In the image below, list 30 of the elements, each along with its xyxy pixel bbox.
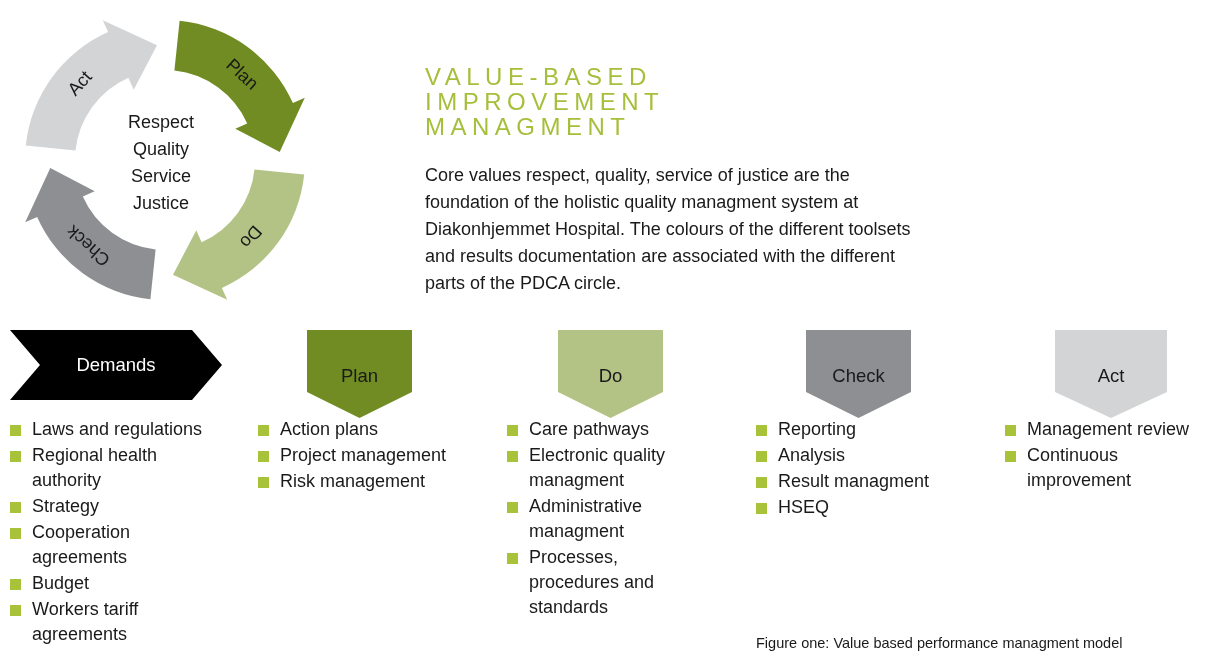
arrow-label: Act (63, 66, 97, 100)
stage-label: Do (597, 365, 624, 387)
list-item: Electronic quality managment (529, 444, 667, 492)
list-item: Management review (1027, 418, 1190, 441)
list-item: Risk management (280, 470, 426, 493)
list-item: Administrative managment (529, 495, 644, 543)
list-item: Project management (280, 444, 447, 467)
arrow-label: Do (234, 221, 266, 253)
list-item: Strategy (32, 495, 100, 518)
list-item: HSEQ (778, 496, 829, 519)
list-item: Cooperation agreements (32, 521, 132, 569)
list-item: Result managment (778, 470, 930, 493)
list-item: Budget (32, 572, 90, 595)
list-item: Laws and regulations (32, 418, 203, 441)
title: VALUE-BASED IMPROVEMENT MANAGMENT (425, 64, 665, 139)
list-item: Analysis (778, 444, 846, 467)
list-item: Workers tariff agreements (32, 598, 140, 646)
list-item: Regional health authority (32, 444, 159, 492)
list-item: Care pathways (529, 418, 650, 441)
stage-label: Plan (340, 365, 379, 387)
list-item: Action plans (280, 418, 379, 441)
list-item: Processes, procedures and standards (529, 546, 656, 619)
description-paragraph: Core values respect, quality, service of justice are the foundation of the holistic quality managment system at Diakonhjemmet Hospital. The colours of the different toolsets and results documentation are associated with the different parts of the PDCA circle. (425, 164, 912, 295)
caption: Figure one: Value based performance managment model (756, 635, 1123, 651)
stage-label: Check (831, 365, 886, 387)
stage-label: Demands (75, 354, 157, 376)
list-item: Reporting (778, 418, 857, 441)
stage-label: Act (1096, 365, 1126, 387)
list-item: Continuous improvement (1027, 444, 1133, 492)
core-values-text: Respect Quality Service Justice (126, 111, 195, 215)
